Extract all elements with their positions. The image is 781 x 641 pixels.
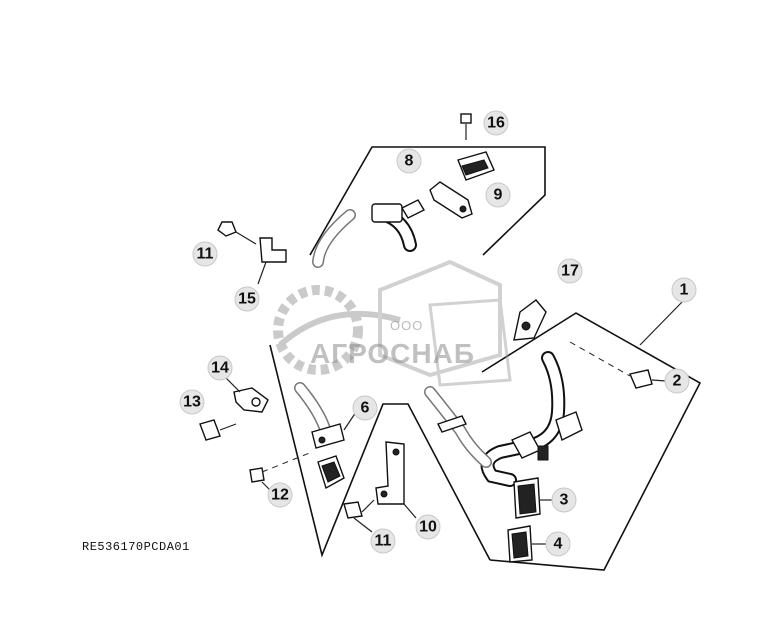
svg-text:4: 4 [554,536,563,553]
svg-text:15: 15 [238,291,256,308]
svg-text:10: 10 [419,519,437,536]
bracket-part-8 [429,181,473,219]
clamp-part-2 [629,369,653,389]
middle-hose-band [437,415,467,433]
right-hose-fitting [555,411,583,441]
bracket-part-15 [259,237,287,263]
upper-hose-fitting [371,203,403,223]
callout-9: 9 [485,182,511,208]
left-frame-outline [269,344,491,561]
svg-text:12: 12 [271,487,289,504]
clip-part-6 [311,423,345,449]
callout-1: 1 [671,277,697,303]
callout-4: 4 [545,531,571,557]
callout-8: 8 [396,148,422,174]
callout-11-upper: 11 [192,241,218,267]
svg-text:11: 11 [197,246,214,263]
part-code-label: RE536170PCDA01 [82,540,190,554]
callout-10: 10 [415,514,441,540]
callout-16: 16 [483,110,509,136]
svg-text:16: 16 [487,115,505,132]
callout-6: 6 [352,395,378,421]
right-frame-outline [481,312,702,571]
bolt-part-11-lower [343,501,363,519]
bolt-part-16 [460,113,472,124]
svg-text:11: 11 [375,533,392,550]
part-1-leader [639,299,685,346]
callout-17: 17 [557,258,583,284]
bolt-part-11-upper [217,221,237,237]
bolt-part-12 [249,467,265,483]
svg-text:9: 9 [494,187,503,204]
clip-part-17 [513,299,547,341]
right-hose [480,351,566,487]
svg-text:8: 8 [405,153,414,170]
svg-text:1: 1 [680,282,689,299]
watermark-logo [273,259,512,387]
svg-text:3: 3 [560,492,569,509]
watermark-company-name: АГРОСНАБ [310,338,475,369]
svg-text:6: 6 [361,400,370,417]
upper-hose-nipple [401,199,425,219]
bolt-part-13 [199,419,221,441]
svg-text:17: 17 [561,263,579,280]
callout-3: 3 [551,487,577,513]
clamp-part-14 [233,387,269,413]
callout-12: 12 [267,482,293,508]
callout-2: 2 [664,368,690,394]
callout-14: 14 [207,355,233,381]
svg-text:13: 13 [183,394,201,411]
upper-frame-outline [309,146,546,256]
svg-text:14: 14 [211,360,229,377]
callout-13: 13 [179,389,205,415]
watermark-company-form: ООО [390,318,424,333]
svg-text:2: 2 [673,373,682,390]
callout-15: 15 [234,286,260,312]
plate-part-10 [375,441,405,505]
callout-11-lower: 11 [370,528,396,554]
